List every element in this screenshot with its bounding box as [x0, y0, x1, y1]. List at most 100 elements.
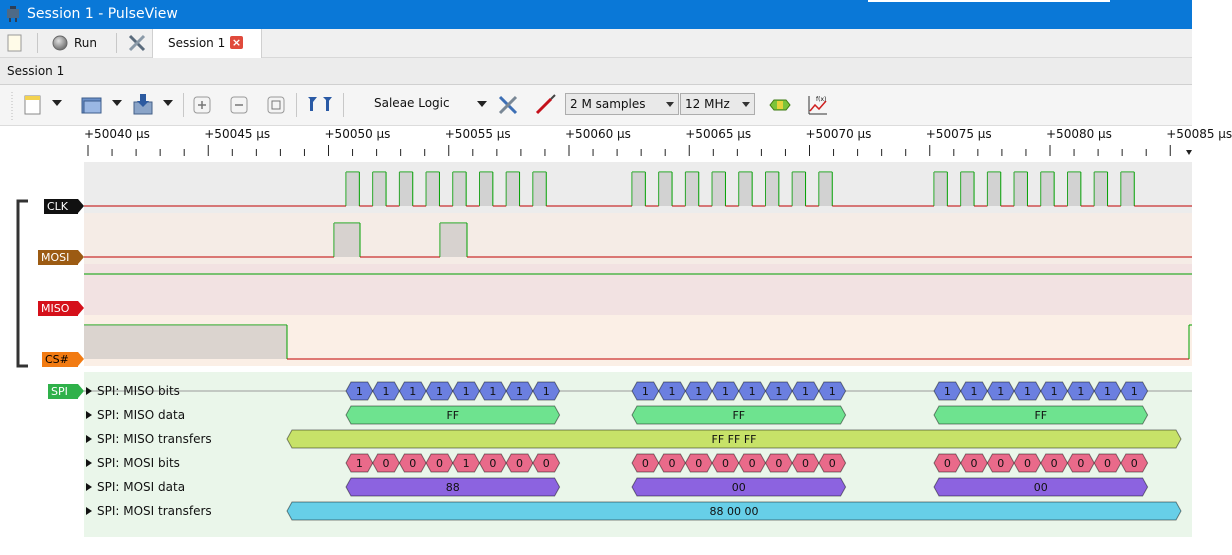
- expand-arrow-icon[interactable]: [86, 387, 92, 395]
- save-download-icon[interactable]: [131, 93, 155, 117]
- mosi-data[interactable]: [345, 477, 561, 497]
- expand-arrow-icon[interactable]: [86, 411, 92, 419]
- channel-group-bracket: [16, 199, 28, 368]
- mosi-bit-text: 0: [1024, 457, 1031, 470]
- new-view-icon[interactable]: [22, 93, 44, 117]
- decoder-row-name: SPI: MOSI bits: [97, 456, 180, 470]
- sample-rate-select[interactable]: 12 MHz: [680, 93, 755, 115]
- open-folder-icon[interactable]: [80, 93, 104, 117]
- miso-bit[interactable]: [818, 381, 847, 401]
- channel-badge-miso[interactable]: MISO: [38, 301, 84, 316]
- mosi-data-text: 88: [446, 481, 460, 494]
- mosi-trace-high-fill: [334, 223, 360, 257]
- mosi-bit-text: 0: [971, 457, 978, 470]
- mosi-bit-text: 0: [516, 457, 523, 470]
- decoder-row-label[interactable]: SPI: MOSI transfers: [86, 502, 212, 520]
- ruler-tick-label: +50080 µs: [1046, 127, 1112, 141]
- clk-trace-high-fill: [479, 172, 493, 206]
- separator: [343, 93, 344, 117]
- mosi-bit-text: 0: [543, 457, 550, 470]
- time-ruler[interactable]: +50040 µs+50045 µs+50050 µs+50055 µs+500…: [84, 126, 1232, 162]
- decoder-row-name: SPI: MISO bits: [97, 384, 180, 398]
- channel-badge-cs-n[interactable]: CS#: [42, 352, 84, 367]
- mosi-bit[interactable]: [532, 453, 561, 473]
- miso-bit-text: 1: [489, 385, 496, 398]
- zoom-out-icon[interactable]: [228, 93, 250, 117]
- clk-trace-high-fill: [372, 172, 387, 206]
- ruler-tick-label: +50050 µs: [324, 127, 391, 141]
- pulseview-app-icon: [7, 6, 19, 22]
- miso-bit-text: 1: [409, 385, 416, 398]
- tab-session-1[interactable]: Session 1 ×: [152, 29, 262, 58]
- mosi-bit-text: 0: [802, 457, 809, 470]
- main-tab-bar: Run Session 1 ×: [0, 29, 1192, 58]
- mosi-bit-text: 0: [1131, 457, 1138, 470]
- device-dropdown-icon[interactable]: [477, 101, 487, 107]
- miso-bit-text: 1: [997, 385, 1004, 398]
- mosi-bit[interactable]: [1120, 453, 1149, 473]
- math-function-icon[interactable]: f(x): [806, 93, 830, 117]
- settings-button[interactable]: [127, 32, 147, 54]
- device-config-tools-icon[interactable]: [496, 93, 520, 117]
- zoom-in-icon[interactable]: [191, 93, 213, 117]
- mosi-bit-text: 0: [1051, 457, 1058, 470]
- session-toolbar: Saleae Logic 2 M samples 12 MHz f(x): [0, 85, 1192, 126]
- decoder-row-label[interactable]: SPI: MISO bits: [86, 382, 180, 400]
- mosi-bit-text: 0: [642, 457, 649, 470]
- channel-probe-icon[interactable]: [533, 93, 557, 117]
- sample-count-select[interactable]: 2 M samples: [565, 93, 679, 115]
- session-header: Session 1: [0, 58, 1192, 85]
- run-circle-icon: [52, 35, 68, 51]
- device-selector[interactable]: Saleae Logic: [374, 96, 450, 110]
- miso-bit-text: 1: [1051, 385, 1058, 398]
- mosi-data[interactable]: [933, 477, 1149, 497]
- expand-arrow-icon[interactable]: [86, 507, 92, 515]
- cursor-markers-icon[interactable]: [307, 93, 333, 117]
- decoder-badge-spi[interactable]: SPI: [48, 384, 84, 399]
- miso-data[interactable]: [933, 405, 1149, 425]
- decoder-row-label[interactable]: SPI: MISO data: [86, 406, 185, 424]
- miso-bit-text: 1: [356, 385, 363, 398]
- clk-trace-high-fill: [1014, 172, 1028, 206]
- new-view-dropdown-icon[interactable]: [52, 100, 62, 124]
- mosi-bit-text: 0: [436, 457, 443, 470]
- miso-bit-text: 1: [543, 385, 550, 398]
- decoder-row-label[interactable]: SPI: MOSI data: [86, 478, 185, 496]
- run-button[interactable]: Run: [52, 32, 97, 54]
- miso-data[interactable]: [345, 405, 561, 425]
- save-dropdown-icon[interactable]: [163, 100, 173, 124]
- clk-trace-high-fill: [1120, 172, 1135, 206]
- zoom-fit-icon[interactable]: [265, 93, 287, 117]
- channel-badge-mosi[interactable]: MOSI: [38, 250, 84, 265]
- mosi-data[interactable]: [631, 477, 847, 497]
- mosi-bit[interactable]: [818, 453, 847, 473]
- expand-arrow-icon[interactable]: [86, 435, 92, 443]
- decoder-row-label[interactable]: SPI: MISO transfers: [86, 430, 212, 448]
- tools-icon: [128, 34, 146, 52]
- separator: [296, 93, 297, 117]
- open-dropdown-icon[interactable]: [112, 100, 122, 124]
- logic-trace-area[interactable]: [84, 162, 1192, 372]
- channel-badge-clk[interactable]: CLK: [44, 199, 84, 214]
- decoder-row-label[interactable]: SPI: MOSI bits: [86, 454, 180, 472]
- miso-bit[interactable]: [532, 381, 561, 401]
- new-session-button[interactable]: [6, 32, 24, 54]
- title-search-box[interactable]: [868, 0, 1110, 2]
- miso-bit-text: 1: [1024, 385, 1031, 398]
- add-decoder-icon[interactable]: [768, 93, 792, 117]
- miso-bit[interactable]: [1120, 381, 1149, 401]
- miso-data-text: FF: [732, 409, 745, 422]
- mosi-bit-text: 0: [944, 457, 951, 470]
- mosi-transfer[interactable]: [286, 501, 1182, 521]
- miso-data[interactable]: [631, 405, 847, 425]
- expand-arrow-icon[interactable]: [86, 483, 92, 491]
- clk-trace-high-fill: [765, 172, 779, 206]
- clk-trace-high-fill: [685, 172, 699, 206]
- miso-transfer[interactable]: [286, 429, 1182, 449]
- expand-arrow-icon[interactable]: [86, 459, 92, 467]
- close-tab-icon[interactable]: ×: [230, 36, 243, 49]
- ruler-tick-label: +50045 µs: [204, 127, 271, 141]
- ruler-tick-label: +50040 µs: [84, 127, 150, 141]
- mosi-data-text: 00: [732, 481, 746, 494]
